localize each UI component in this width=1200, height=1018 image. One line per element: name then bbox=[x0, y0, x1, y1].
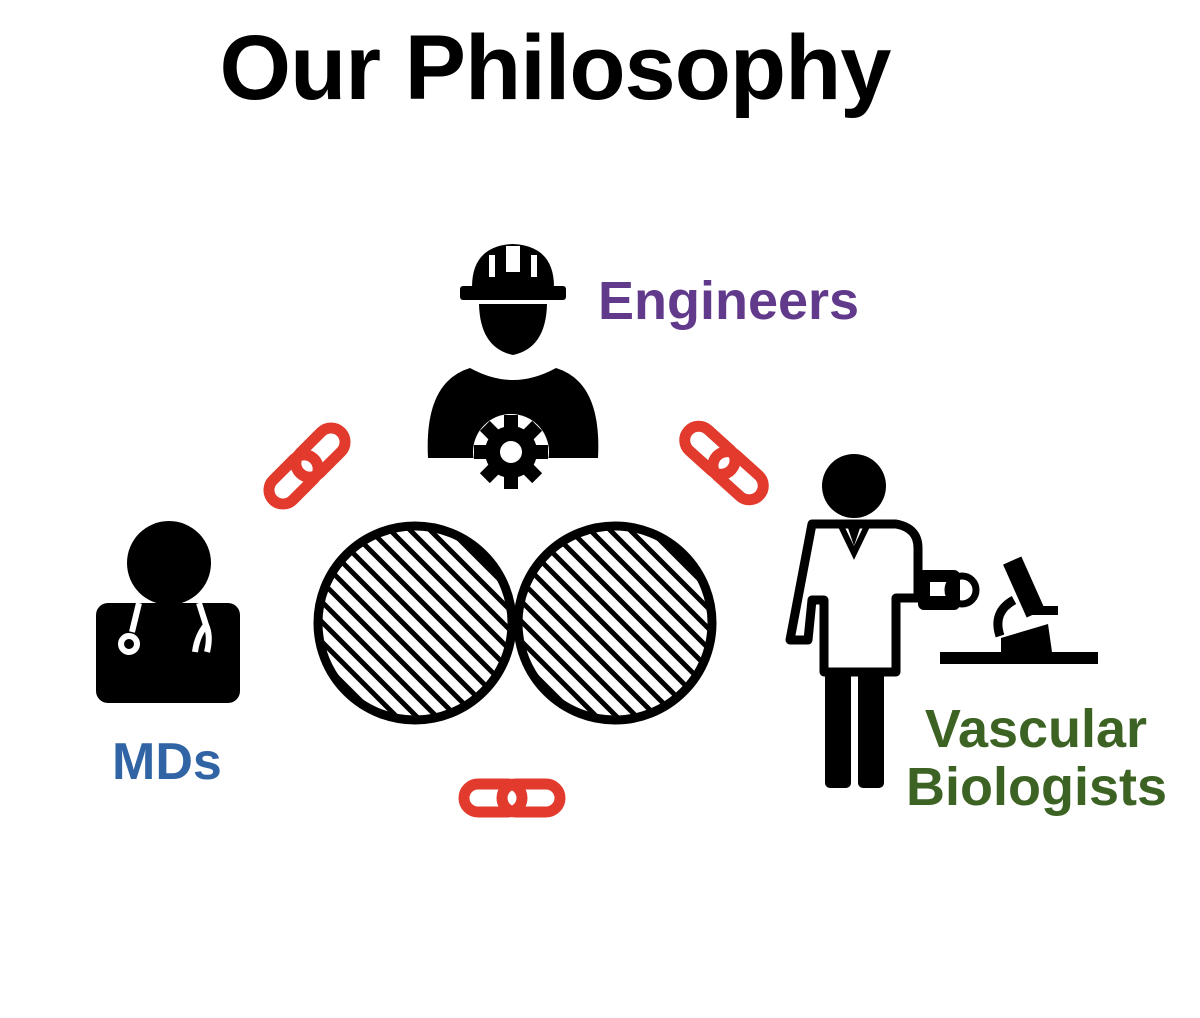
vascular-biologists-label: Vascular Biologists bbox=[906, 699, 1168, 818]
stethoscope-icon bbox=[118, 602, 212, 655]
doctor-icon bbox=[96, 521, 240, 703]
label-line-1: Vascular bbox=[924, 699, 1148, 759]
scientist-icon bbox=[785, 454, 980, 788]
engineer-icon bbox=[427, 244, 599, 458]
page-title: Our Philosophy bbox=[219, 17, 892, 119]
chain-link-icon bbox=[464, 784, 560, 812]
chain-link-icon bbox=[679, 420, 769, 505]
gear-icon bbox=[473, 414, 549, 490]
microscope-icon bbox=[940, 556, 1098, 664]
label-line-2: Biologists bbox=[906, 757, 1168, 818]
chain-link-icon bbox=[263, 422, 351, 510]
mds-label: MDs bbox=[112, 733, 222, 791]
engineers-label: Engineers bbox=[598, 271, 860, 331]
